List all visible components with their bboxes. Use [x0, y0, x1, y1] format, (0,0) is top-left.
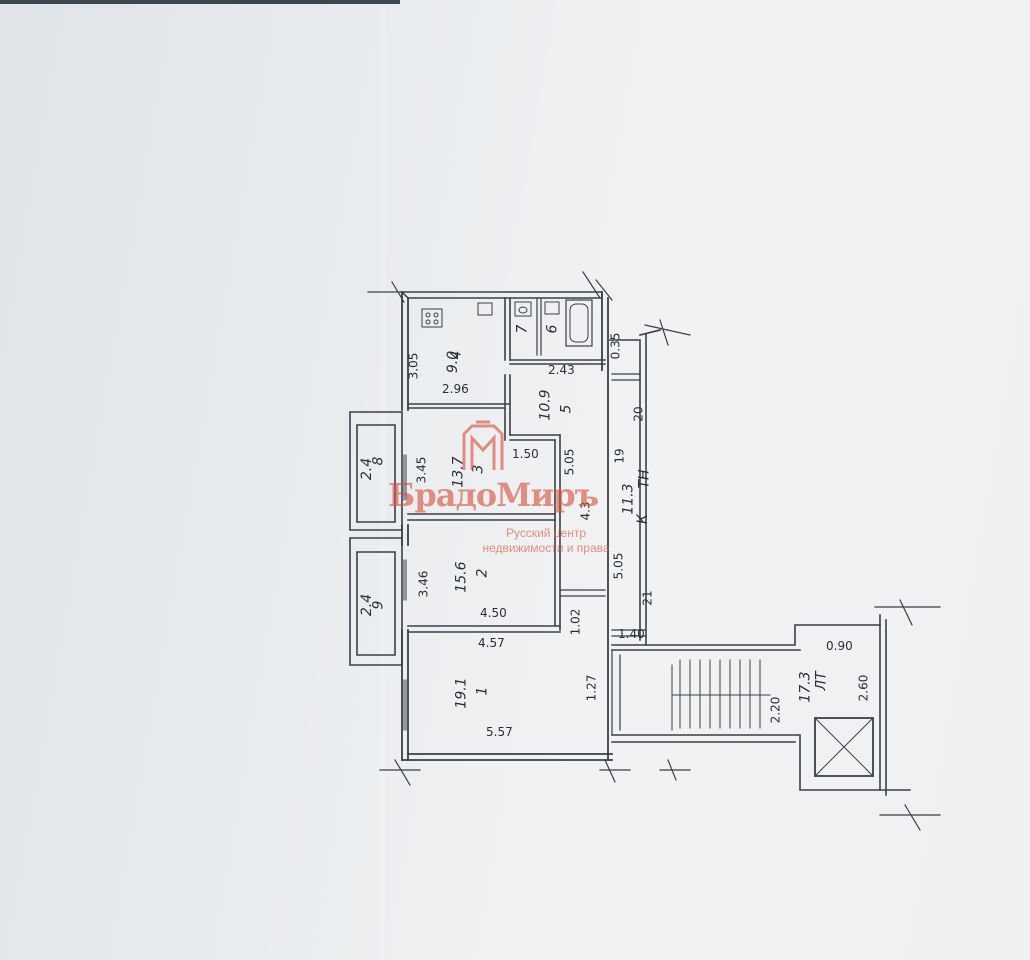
corridor-number: ТН — [636, 469, 653, 489]
stairs — [671, 659, 761, 731]
corridor-wall — [611, 629, 647, 637]
room1-number: 1 — [474, 686, 491, 696]
outer-wall — [401, 629, 409, 761]
room2-right: 5.05 — [611, 552, 626, 580]
room1-area: 19.1 — [453, 677, 470, 709]
stair-hall-wall — [611, 649, 621, 736]
stair-hall-wall — [879, 619, 887, 796]
room2-length: 3.46 — [416, 570, 431, 598]
partition — [536, 297, 542, 356]
break-line — [367, 281, 405, 303]
partition — [559, 589, 606, 597]
hall-top-dim: 0.90 — [826, 639, 853, 653]
room5-width: 2.43 — [548, 363, 575, 377]
bathtub-icon — [565, 299, 593, 347]
toilet-icon — [514, 301, 532, 317]
room8-area: 2.4 — [359, 457, 376, 481]
break-line — [582, 271, 613, 301]
stair-hall-wall — [611, 614, 881, 651]
partition — [504, 374, 511, 441]
room2-width: 4.50 — [480, 606, 507, 620]
hall-area: 17.3 — [797, 671, 814, 703]
room4-area: 9.0 — [445, 350, 462, 374]
room6-number: 6 — [544, 324, 561, 334]
room3-width: 1.50 — [512, 447, 539, 461]
break-line — [599, 759, 631, 783]
watermark-name: БрадоМиръ — [388, 476, 599, 514]
corridor-wall — [611, 373, 641, 381]
paper-edge — [0, 0, 400, 4]
partition — [554, 434, 561, 631]
outer-wall — [400, 291, 603, 299]
partition — [509, 359, 606, 365]
watermark: БрадоМиръ Русский центр недвижимости и п… — [388, 420, 610, 570]
corridor-dim-6: 1.02 — [568, 608, 583, 636]
break-line — [879, 804, 941, 831]
room4-length: 3.05 — [406, 352, 421, 380]
partition — [407, 625, 561, 633]
corridor-dim-3: 19 — [612, 448, 627, 464]
room7-number: 7 — [514, 324, 531, 334]
room4-width: 2.96 — [442, 382, 469, 396]
elevator-shaft — [814, 717, 874, 777]
corridor-wall — [609, 329, 661, 646]
partition — [509, 434, 561, 441]
break-line — [874, 599, 941, 626]
break-line — [379, 759, 421, 786]
watermark-subtitle-line-2: недвижимости и права — [482, 541, 610, 555]
room9-area: 2.4 — [359, 593, 376, 617]
room5-area: 10.9 — [537, 389, 554, 421]
room1-right: 1.27 — [584, 674, 599, 702]
watermark-subtitle-line-1: Русский центр — [505, 526, 587, 540]
window — [403, 454, 407, 501]
watermark-subtitle: Русский центр недвижимости и права — [446, 526, 646, 556]
hall-width-2: 2.60 — [856, 674, 871, 702]
basin-icon — [544, 301, 560, 315]
outer-wall — [401, 753, 613, 761]
break-line — [644, 319, 691, 346]
room1-bottom: 5.57 — [486, 725, 513, 739]
corridor-dim-4: 21 — [640, 590, 655, 606]
partition — [407, 403, 511, 409]
window — [403, 559, 407, 601]
hall-number: ЛТ — [813, 671, 830, 691]
hall-width-1: 2.20 — [768, 696, 783, 724]
watermark-logo — [462, 420, 504, 470]
sink-icon — [477, 302, 493, 316]
corridor-dim-5: 1.40 — [618, 627, 645, 641]
outer-wall — [601, 291, 609, 761]
break-line — [659, 759, 691, 781]
corridor-k: К — [634, 514, 651, 524]
window — [403, 679, 407, 731]
room1-top: 4.57 — [478, 636, 505, 650]
stove-icon — [421, 308, 443, 328]
corridor-dim-1: 0.35 — [608, 332, 623, 360]
loggia-9 — [349, 537, 403, 666]
stair-hall-wall — [611, 734, 911, 791]
partition — [504, 297, 511, 361]
corridor-dim-2: 20 — [631, 406, 646, 422]
loggia-8 — [349, 411, 403, 531]
room5-number: 5 — [558, 404, 575, 414]
paper-fold — [380, 0, 386, 960]
outer-wall — [401, 291, 409, 411]
partition — [407, 513, 556, 521]
